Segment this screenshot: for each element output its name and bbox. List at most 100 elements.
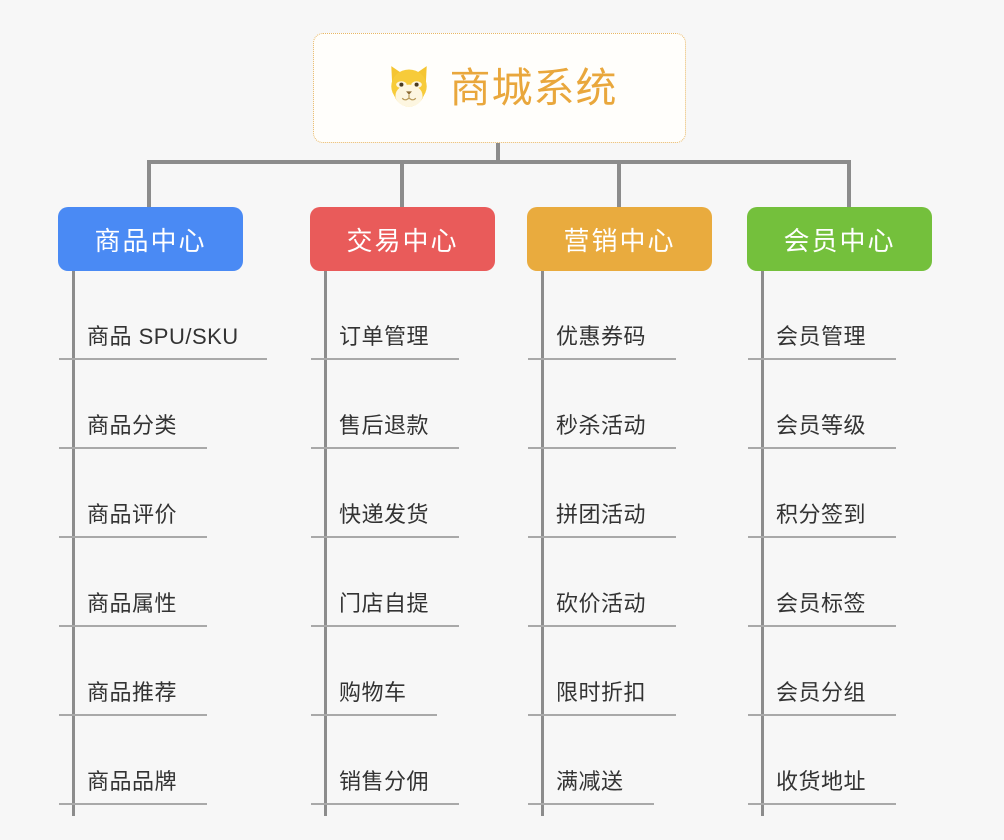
- drop-connector-1: [147, 160, 151, 208]
- category-column-2: 交易中心 订单管理 售后退款 快递发货 门店自提 购物车: [310, 207, 495, 821]
- sub-item-label: 商品属性: [87, 591, 178, 616]
- sub-item-label: 会员等级: [776, 413, 867, 438]
- list-item[interactable]: 商品品牌: [58, 716, 243, 805]
- list-item[interactable]: 秒杀活动: [527, 360, 712, 449]
- sub-item-list-2: 订单管理 售后退款 快递发货 门店自提 购物车 销售分佣: [310, 271, 495, 805]
- sub-item-label: 订单管理: [339, 324, 430, 349]
- sub-item-underline: [59, 803, 207, 805]
- sub-item-label: 限时折扣: [556, 680, 647, 705]
- sub-item-label: 拼团活动: [556, 502, 647, 527]
- sub-item-underline: [59, 714, 207, 716]
- bus-connector: [147, 160, 851, 164]
- sub-item-label: 优惠券码: [556, 324, 647, 349]
- shiba-dog-icon: [390, 66, 427, 107]
- sub-item-label: 快递发货: [339, 502, 430, 527]
- sub-item-underline: [528, 447, 676, 449]
- trunk-line-3: [541, 271, 544, 816]
- sub-item-underline: [311, 803, 459, 805]
- category-column-1: 商品中心 商品 SPU/SKU 商品分类 商品评价 商品属性 商品推荐: [58, 207, 267, 821]
- sub-item-underline: [311, 714, 437, 716]
- list-item[interactable]: 商品评价: [58, 449, 243, 538]
- sub-item-label: 会员分组: [776, 680, 867, 705]
- sub-item-label: 满减送: [556, 769, 624, 794]
- sub-item-list-4: 会员管理 会员等级 积分签到 会员标签 会员分组 收货地址: [747, 271, 932, 805]
- sub-item-underline: [311, 625, 459, 627]
- category-header-1[interactable]: 商品中心: [58, 207, 243, 271]
- sub-item-underline: [528, 714, 676, 716]
- list-item[interactable]: 会员分组: [747, 627, 932, 716]
- list-item[interactable]: 满减送: [527, 716, 712, 805]
- sub-item-underline: [748, 447, 896, 449]
- root-node[interactable]: 商城系统: [313, 33, 686, 143]
- list-item[interactable]: 快递发货: [310, 449, 495, 538]
- sub-item-underline: [528, 358, 676, 360]
- root-stem-connector: [496, 143, 500, 163]
- list-item[interactable]: 会员管理: [747, 271, 932, 360]
- list-item[interactable]: 商品 SPU/SKU: [58, 271, 267, 360]
- sub-item-underline: [748, 625, 896, 627]
- sub-item-underline: [748, 803, 896, 805]
- sub-item-underline: [748, 536, 896, 538]
- sub-item-label: 商品品牌: [87, 769, 178, 794]
- list-item[interactable]: 会员等级: [747, 360, 932, 449]
- sub-item-underline: [528, 625, 676, 627]
- category-header-2[interactable]: 交易中心: [310, 207, 495, 271]
- sub-item-label: 积分签到: [776, 502, 867, 527]
- list-item[interactable]: 会员标签: [747, 538, 932, 627]
- list-item[interactable]: 售后退款: [310, 360, 495, 449]
- list-item[interactable]: 商品属性: [58, 538, 243, 627]
- sub-item-underline: [311, 447, 459, 449]
- sub-item-underline: [748, 358, 896, 360]
- sub-item-label: 秒杀活动: [556, 413, 647, 438]
- list-item[interactable]: 商品推荐: [58, 627, 243, 716]
- list-item[interactable]: 砍价活动: [527, 538, 712, 627]
- category-header-4[interactable]: 会员中心: [747, 207, 932, 271]
- category-column-3: 营销中心 优惠券码 秒杀活动 拼团活动 砍价活动 限时折扣: [527, 207, 712, 821]
- trunk-line-1: [72, 271, 75, 816]
- sub-item-underline: [59, 625, 207, 627]
- sub-item-underline: [528, 803, 654, 805]
- sub-item-underline: [59, 536, 207, 538]
- list-item[interactable]: 收货地址: [747, 716, 932, 805]
- list-item[interactable]: 订单管理: [310, 271, 495, 360]
- sub-item-underline: [528, 536, 676, 538]
- sub-item-label: 门店自提: [339, 591, 430, 616]
- sub-item-label: 会员标签: [776, 591, 867, 616]
- list-item[interactable]: 限时折扣: [527, 627, 712, 716]
- sub-item-label: 商品分类: [87, 413, 178, 438]
- list-item[interactable]: 拼团活动: [527, 449, 712, 538]
- sub-item-underline: [311, 536, 459, 538]
- trunk-line-2: [324, 271, 327, 816]
- sub-item-underline: [59, 447, 207, 449]
- root-title: 商城系统: [449, 64, 618, 111]
- list-item[interactable]: 商品分类: [58, 360, 243, 449]
- sub-item-label: 会员管理: [776, 324, 867, 349]
- sub-item-label: 商品推荐: [87, 680, 178, 705]
- sub-item-list-1: 商品 SPU/SKU 商品分类 商品评价 商品属性 商品推荐 商品品牌: [58, 271, 267, 805]
- sub-item-list-3: 优惠券码 秒杀活动 拼团活动 砍价活动 限时折扣 满减送: [527, 271, 712, 805]
- category-header-3[interactable]: 营销中心: [527, 207, 712, 271]
- list-item[interactable]: 销售分佣: [310, 716, 495, 805]
- sub-item-underline: [311, 358, 459, 360]
- category-label-3: 营销中心: [563, 225, 676, 256]
- list-item[interactable]: 优惠券码: [527, 271, 712, 360]
- sub-item-label: 售后退款: [339, 413, 430, 438]
- list-item[interactable]: 购物车: [310, 627, 495, 716]
- drop-connector-3: [617, 160, 621, 208]
- sub-item-label: 商品 SPU/SKU: [87, 324, 239, 349]
- category-label-1: 商品中心: [94, 225, 207, 256]
- sub-item-label: 购物车: [339, 680, 407, 705]
- trunk-line-4: [761, 271, 764, 816]
- sub-item-underline: [748, 714, 896, 716]
- sub-item-label: 收货地址: [776, 769, 867, 794]
- drop-connector-2: [400, 160, 404, 208]
- sub-item-label: 商品评价: [87, 502, 178, 527]
- sub-item-label: 销售分佣: [339, 769, 430, 794]
- drop-connector-4: [847, 160, 851, 208]
- category-label-2: 交易中心: [346, 225, 459, 256]
- sub-item-label: 砍价活动: [556, 591, 647, 616]
- list-item[interactable]: 积分签到: [747, 449, 932, 538]
- list-item[interactable]: 门店自提: [310, 538, 495, 627]
- category-label-4: 会员中心: [783, 225, 896, 256]
